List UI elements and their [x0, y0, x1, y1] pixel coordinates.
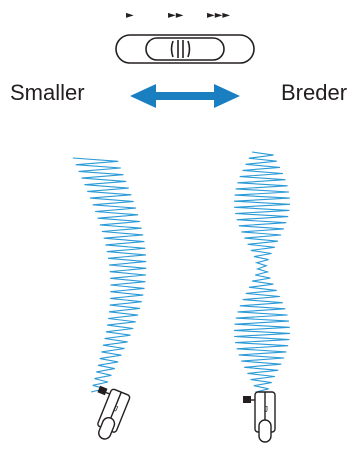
speed-indicators: ► ►► ►►►	[0, 0, 352, 30]
presser-foot-mark-right: J	[264, 405, 268, 414]
stitch-line	[233, 151, 291, 399]
speed-slider-icon	[115, 34, 255, 64]
speed-slow-indicator: ►	[126, 10, 134, 21]
stitch-pattern-right	[233, 151, 291, 399]
double-arrow-icon	[130, 84, 240, 108]
presser-foot-icon: J	[243, 391, 276, 443]
speed-medium-indicator: ►►	[168, 10, 184, 21]
presser-foot-icon: J	[97, 385, 131, 440]
stitch-line	[72, 157, 147, 393]
speed-fast-indicator: ►►►	[207, 10, 231, 21]
stitch-pattern-left	[72, 157, 147, 393]
smaller-label: Smaller	[10, 80, 85, 105]
breder-label: Breder	[281, 80, 348, 105]
presser-foot-mark-left: J	[112, 404, 119, 414]
